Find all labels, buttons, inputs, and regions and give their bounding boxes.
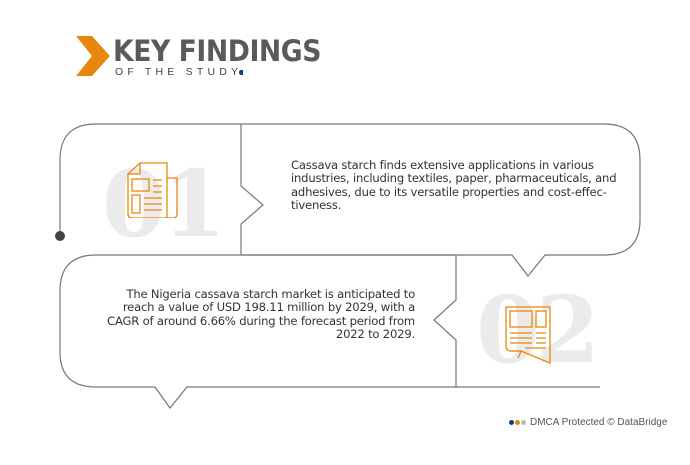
finding-number-2: 02: [476, 276, 600, 384]
page-title: KEY FINDINGS: [113, 34, 321, 68]
dots-icon: [509, 420, 526, 425]
dmca-footer[interactable]: DMCA Protected © DataBridge: [509, 417, 667, 428]
finding-text-2: The Nigeria cassava starch market is ant…: [107, 287, 415, 342]
subtitle-text: OF THE STUDY: [115, 66, 243, 78]
newspaper-icon: [127, 162, 178, 218]
footer-text: DMCA Protected © DataBridge: [530, 417, 668, 428]
dot-icon: [239, 70, 244, 75]
chevron-logo-icon: [76, 36, 110, 76]
finding-number-1: 01: [102, 150, 226, 258]
finding-text-1: Cassava starch finds extensive applicati…: [291, 158, 617, 213]
document-icon: [505, 306, 551, 364]
page-subtitle: OF THE STUDY: [115, 66, 244, 78]
